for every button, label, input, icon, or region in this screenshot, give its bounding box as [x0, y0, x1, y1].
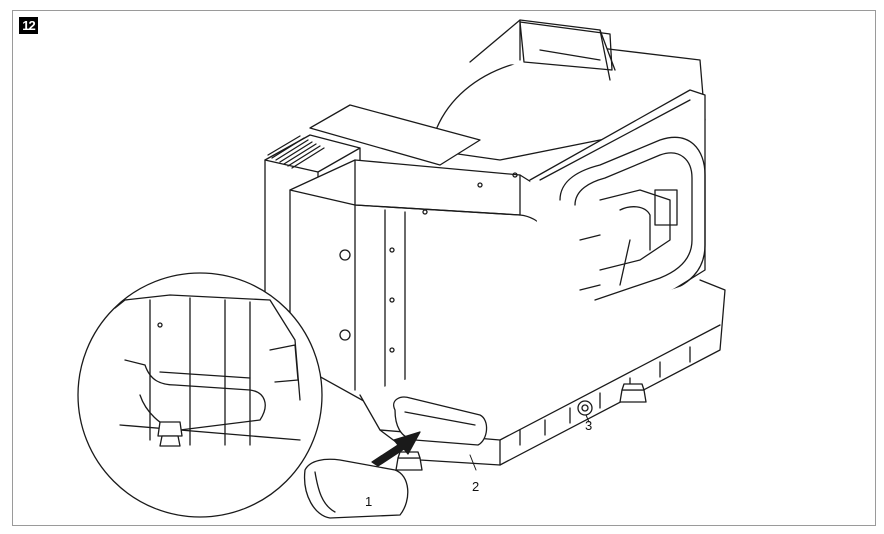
- detail-magnifier: [77, 272, 323, 518]
- figure-frame: [12, 10, 876, 526]
- figure-number-badge: 12: [19, 17, 38, 34]
- leader-lines: [469, 414, 590, 471]
- cover-part: [303, 458, 409, 519]
- insert-arrow: [371, 431, 421, 467]
- callout-2-label: 2: [472, 479, 480, 494]
- callout-3-label: 3: [585, 418, 593, 433]
- callout-1-label: 1: [365, 494, 373, 509]
- mounting-feet: [395, 383, 647, 471]
